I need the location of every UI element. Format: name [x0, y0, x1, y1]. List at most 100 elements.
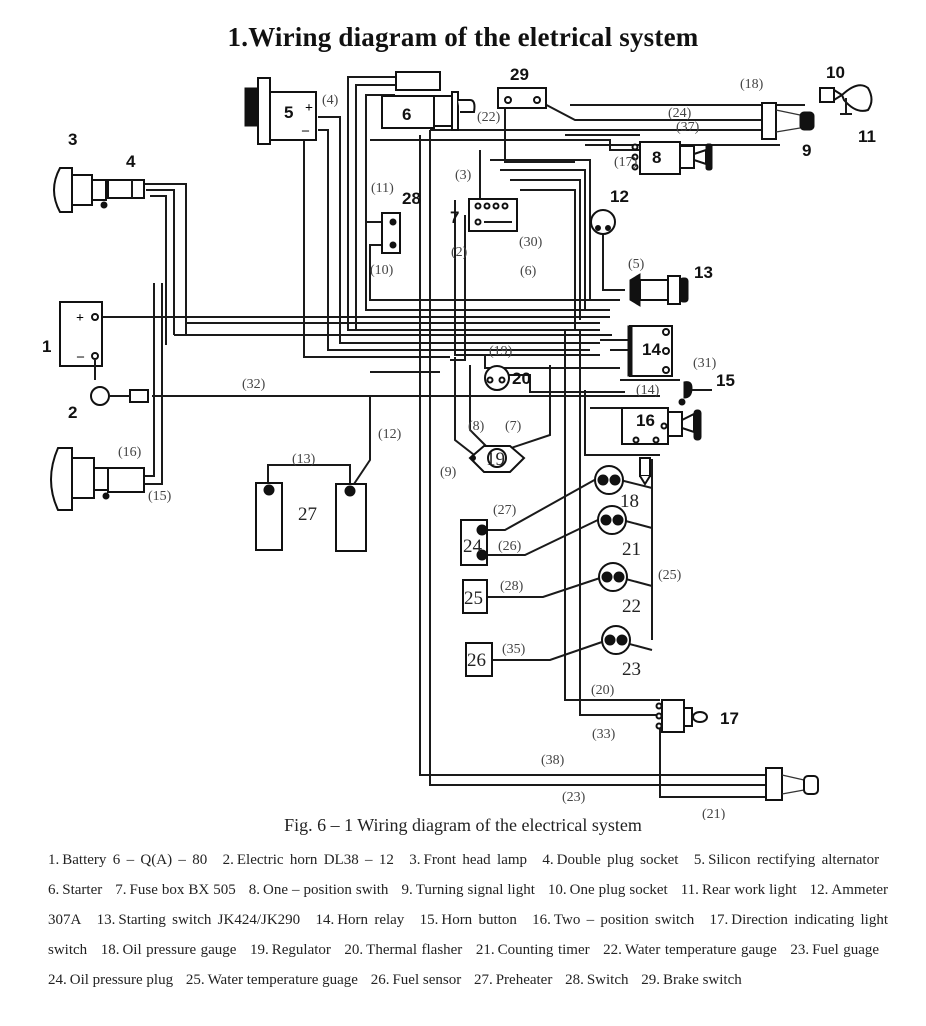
water-temperature-sender — [462, 579, 488, 614]
starting-switch — [629, 273, 689, 307]
legend-item-number: 16. — [532, 912, 551, 928]
legend-item-text: Brake switch — [663, 972, 742, 988]
legend-item-text: Horn button — [441, 912, 517, 928]
direction-indicating-light-switch — [655, 699, 708, 733]
component-number-14: 14 — [642, 340, 661, 359]
legend-item-text: One plug socket — [569, 882, 668, 898]
component-number-21: 21 — [622, 539, 641, 560]
starter — [381, 71, 476, 131]
legend-item: 27.Preheater — [474, 972, 552, 988]
component-number-2: 2 — [68, 403, 77, 422]
rear-work-light — [840, 84, 873, 115]
alternator-minus: – — [301, 123, 310, 138]
legend-item: 20.Thermal flasher — [344, 942, 462, 958]
legend-item-text: Water temperature gauge — [624, 942, 777, 958]
oil-pressure-gauge — [594, 465, 624, 495]
legend-item: 28.Switch — [565, 972, 628, 988]
legend-item-text: Switch — [586, 972, 629, 988]
component-number-23: 23 — [622, 659, 641, 680]
component-number-16: 16 — [636, 411, 655, 430]
legend-item: 12.Ammeter 307A — [48, 882, 888, 928]
legend-item-text: Water temperature guage — [207, 972, 358, 988]
legend-item-text: Front head lamp — [423, 852, 528, 868]
wire-label-6: (6) — [520, 264, 537, 279]
wiring-diagram: 3 4 + – 1 2 + – 5 — [42, 63, 876, 820]
legend-item-text: Double plug socket — [556, 852, 679, 868]
legend-item-text: Oil pressure plug — [69, 972, 174, 988]
legend-item: 18.Oil pressure gauge — [101, 942, 237, 958]
component-number-13: 13 — [694, 263, 713, 282]
component-number-3: 3 — [68, 130, 77, 149]
legend-item: 16.Two – position switch — [532, 912, 694, 928]
wire-label-21: (21) — [702, 807, 726, 820]
component-number-18: 18 — [620, 491, 639, 512]
wire-label-37: (37) — [676, 120, 700, 135]
wire-label-25: (25) — [658, 568, 682, 583]
turning-signal-light — [761, 102, 815, 140]
legend-item-number: 5. — [693, 852, 706, 868]
legend-item-text: Battery 6 – Q(A) – 80 — [62, 852, 208, 868]
wire-label-20: (20) — [591, 683, 615, 698]
legend-item: 4.Double plug socket — [542, 852, 678, 868]
horn-button — [678, 381, 712, 406]
wire-label-14: (14) — [636, 383, 660, 398]
legend-item: 1.Battery 6 – Q(A) – 80 — [48, 852, 207, 868]
two-position-switch — [621, 407, 702, 445]
legend-item: 19.Regulator — [250, 942, 331, 958]
legend-item-text: Thermal flasher — [366, 942, 463, 958]
electric-horn — [90, 360, 149, 406]
legend-item: 2.Electric horn DL38 – 12 — [223, 852, 394, 868]
wire-label-27: (27) — [493, 503, 517, 518]
battery-minus: – — [76, 349, 85, 364]
wire-label-10: (10) — [370, 263, 394, 278]
legend-item-text: One – position swith — [263, 882, 389, 898]
component-number-20: 20 — [512, 369, 531, 388]
wire-label-30: (30) — [519, 235, 543, 250]
legend-item: 5.Silicon rectifying alternator — [694, 852, 879, 868]
legend-item: 24.Oil pressure plug — [48, 972, 173, 988]
component-number-7: 7 — [450, 208, 459, 227]
legend-item-number: 18. — [100, 942, 120, 958]
legend-item: 17.Direction indicating light switch — [48, 912, 888, 958]
legend-item-number: 2. — [222, 852, 234, 868]
gauge-bus-connector — [639, 457, 651, 486]
legend-item: 25.Water temperature guage — [186, 972, 358, 988]
component-number-15: 15 — [716, 371, 735, 390]
legend-item-number: 24. — [48, 972, 67, 988]
legend-item-number: 3. — [409, 852, 421, 868]
battery-plus: + — [76, 311, 84, 326]
legend-item-number: 10. — [547, 882, 567, 898]
wire-label-19: (19) — [489, 344, 513, 359]
wire-label-22: (22) — [477, 110, 501, 125]
legend-item-number: 26. — [370, 972, 390, 988]
wire-label-15: (15) — [148, 489, 172, 504]
legend-item-number: 19. — [249, 942, 269, 958]
component-number-10: 10 — [826, 63, 845, 82]
legend-item-number: 27. — [473, 972, 493, 988]
component-number-9: 9 — [802, 141, 811, 160]
legend-item-text: Electric horn DL38 – 12 — [236, 852, 394, 868]
component-number-24: 24 — [463, 536, 483, 557]
wire-label-12: (12) — [378, 427, 402, 442]
wire-label-18: (18) — [740, 77, 764, 92]
wire-label-28: (28) — [500, 579, 524, 594]
oil-pressure-plug — [460, 519, 488, 566]
wire-label-7: (7) — [505, 419, 522, 434]
fuse-box — [468, 198, 518, 232]
legend-item: 10.One plug socket — [548, 882, 668, 898]
component-number-26: 26 — [467, 650, 486, 671]
wire-label-31: (31) — [693, 356, 717, 371]
turning-signal-light-rear — [765, 767, 819, 801]
component-number-4: 4 — [126, 152, 136, 171]
wire-label-33: (33) — [592, 727, 616, 742]
legend-item-text: Ammeter 307A — [48, 882, 889, 928]
component-number-5: 5 — [284, 103, 293, 122]
component-number-11: 11 — [858, 127, 876, 146]
water-temperature-gauge — [598, 562, 628, 592]
legend-item: 29.Brake switch — [641, 972, 741, 988]
legend-item-number: 7. — [115, 882, 127, 898]
figure-caption: Fig. 6 – 1 Wiring diagram of the electri… — [284, 815, 642, 835]
legend-item-number: 17. — [709, 912, 729, 928]
wire-label-16: (16) — [118, 445, 142, 460]
fuel-sensor — [465, 642, 493, 677]
